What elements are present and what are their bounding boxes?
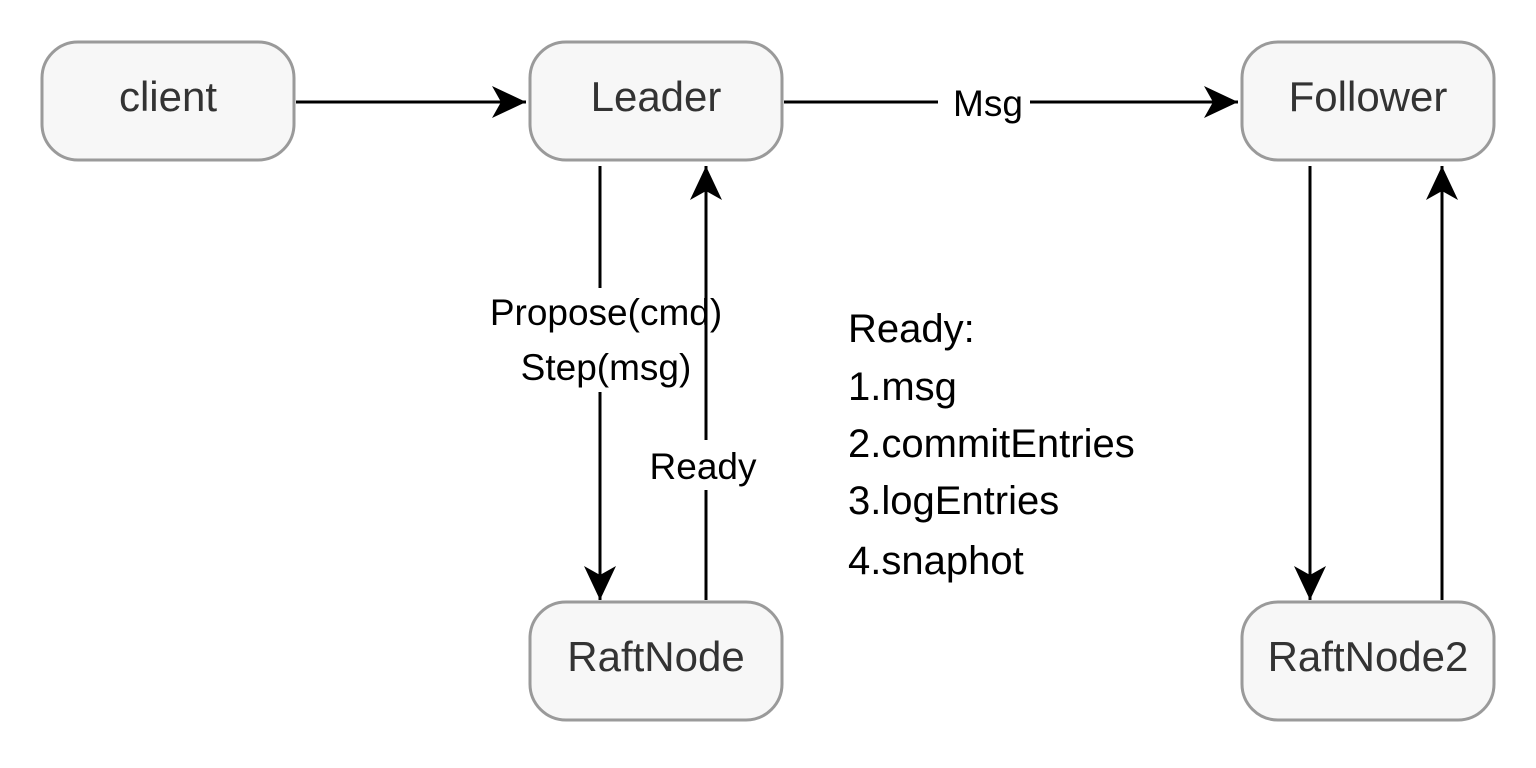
ready-notes-item: 3.logEntries (848, 479, 1059, 523)
ready-notes-title: Ready: (848, 307, 975, 351)
node-client-label: client (119, 73, 217, 120)
node-client: client (40, 40, 296, 162)
node-raftnode: RaftNode (528, 600, 784, 722)
node-raftnode2: RaftNode2 (1240, 600, 1496, 722)
edges (296, 86, 1458, 600)
label-msg: Msg (953, 83, 1023, 124)
edge-labels: Msg Propose(cmd) Step(msg) Ready (490, 80, 1030, 490)
label-propose-cmd: Propose(cmd) (490, 292, 722, 333)
node-follower-label: Follower (1289, 73, 1448, 120)
node-raftnode-label: RaftNode (567, 633, 744, 680)
ready-notes-item: 4.snaphot (848, 539, 1024, 583)
node-leader: Leader (528, 40, 784, 162)
node-raftnode2-label: RaftNode2 (1268, 633, 1469, 680)
node-follower: Follower (1240, 40, 1496, 162)
node-leader-label: Leader (591, 73, 722, 120)
ready-notes-item: 2.commitEntries (848, 422, 1135, 466)
ready-notes-item: 1.msg (848, 365, 957, 409)
ready-notes: Ready: 1.msg 2.commitEntries 3.logEntrie… (848, 307, 1135, 583)
label-step-msg: Step(msg) (521, 347, 692, 388)
label-ready: Ready (650, 446, 757, 487)
